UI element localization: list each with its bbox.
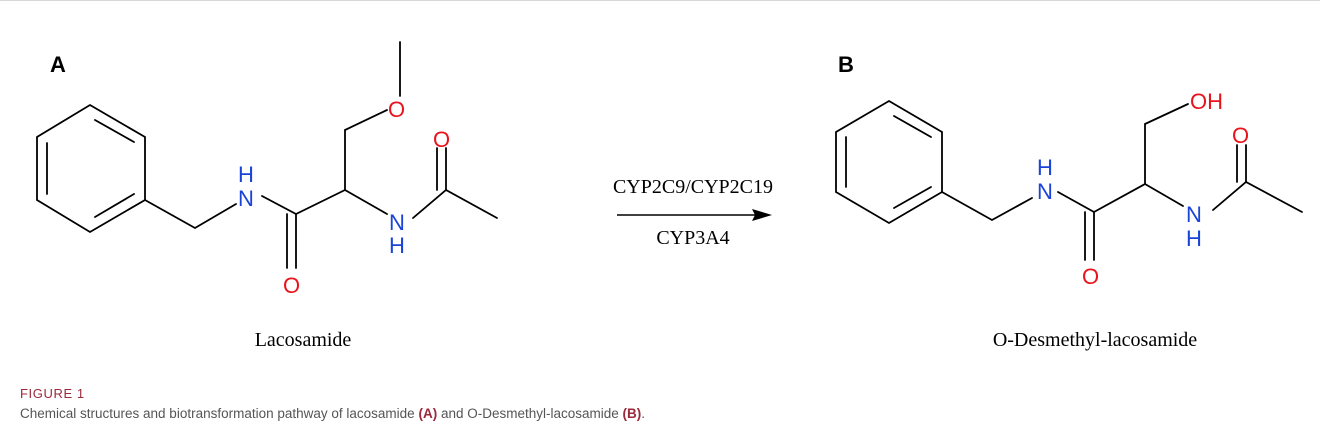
caption-ref-b: (B) [622,406,642,421]
lacosamide-structure: H N N H O O O Lacosamide [36,41,498,351]
reaction-scheme: H N N H O O O Lacosamide CYP2C9/CYP2C19 … [36,41,1303,351]
carbonyl-oxygen-b: O [1082,264,1099,289]
carbonyl-oxygen-a: O [283,273,300,298]
benzene-ring-b [835,99,943,225]
acetamide-hydrogen-a: H [389,233,405,258]
ether-oxygen-a: O [388,97,405,122]
caption-text-part-3: . [641,406,646,421]
acetyl-oxygen-a: O [433,127,450,152]
caption-title: FIGURE 1 [20,386,85,401]
caption-ref-a: (A) [418,406,438,421]
acetamide-hydrogen-b: H [1186,226,1202,251]
reaction-arrow-group: CYP2C9/CYP2C19 CYP3A4 [613,176,773,249]
hydroxyl-group-b: OH [1190,89,1223,114]
amide-nitrogen-b: N [1037,179,1053,204]
nh-hydrogen-a: H [238,162,254,187]
o-desmethyl-lacosamide-structure: H N N H O OH O O-Desmethyl-lacosamide [835,89,1303,351]
top-rule [0,0,1320,1]
caption-text-part-2: and O-Desmethyl-lacosamide [437,406,623,421]
enzymes-above-arrow: CYP2C9/CYP2C19 [613,176,773,198]
panel-label-b: B [838,52,854,77]
acetamide-nitrogen-a: N [389,210,405,235]
caption-text-part-1: Chemical structures and biotransformatio… [20,406,419,421]
caption-text: Chemical structures and biotransformatio… [20,406,1300,421]
compound-name-b: O-Desmethyl-lacosamide [993,329,1197,351]
acetamide-nitrogen-b: N [1186,202,1202,227]
amide-nitrogen-a: N [238,186,254,211]
enzyme-below-arrow: CYP3A4 [656,227,729,249]
nh-hydrogen-b: H [1037,155,1053,180]
acetyl-oxygen-b: O [1232,123,1249,148]
benzene-ring-a [36,103,146,234]
figure-caption: FIGURE 1 Chemical structures and biotran… [20,386,1300,421]
compound-name-a: Lacosamide [255,329,352,351]
panel-label-a: A [50,52,66,77]
arrow-head [752,209,772,221]
